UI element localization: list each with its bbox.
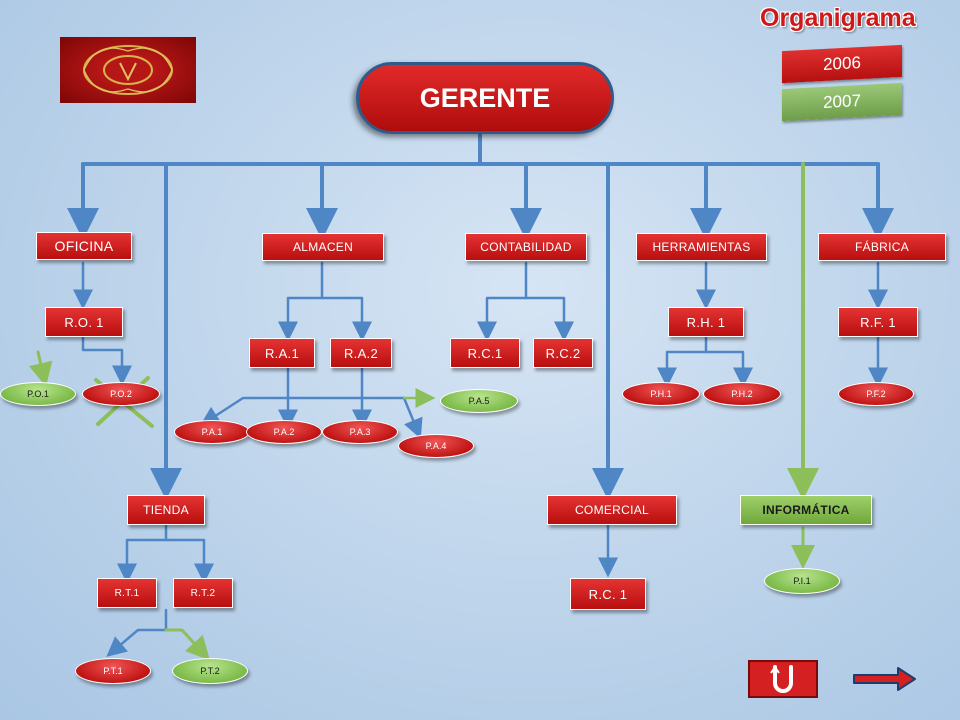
manager-rh1[interactable]: R.H. 1: [668, 307, 744, 337]
staff-pt2[interactable]: P.T.2: [172, 658, 248, 684]
staff-ph2[interactable]: P.H.2: [703, 382, 781, 406]
manager-ra2[interactable]: R.A.2: [330, 338, 392, 368]
staff-pa4[interactable]: P.A.4: [398, 434, 474, 458]
year-tab-2006[interactable]: 2006: [782, 44, 902, 84]
staff-pa2[interactable]: P.A.2: [246, 420, 322, 444]
arrow-right-icon: [853, 667, 916, 691]
page-title: Organigrama: [760, 4, 916, 32]
staff-pa1[interactable]: P.A.1: [174, 420, 250, 444]
next-button[interactable]: [852, 665, 918, 693]
dept-comercial[interactable]: COMERCIAL: [547, 495, 677, 525]
staff-pa3[interactable]: P.A.3: [322, 420, 398, 444]
staff-pi1[interactable]: P.I.1: [764, 568, 840, 594]
manager-rf1[interactable]: R.F. 1: [838, 307, 918, 337]
dept-tienda[interactable]: TIENDA: [127, 495, 205, 525]
node-gerente[interactable]: GERENTE: [356, 62, 614, 134]
staff-pf2[interactable]: P.F.2: [838, 382, 914, 406]
manager-ro1[interactable]: R.O. 1: [45, 307, 123, 337]
staff-ph1[interactable]: P.H.1: [622, 382, 700, 406]
dept-fabrica[interactable]: FÁBRICA: [818, 233, 946, 261]
staff-po2[interactable]: P.O.2: [82, 382, 160, 406]
staff-po1[interactable]: P.O.1: [0, 382, 76, 406]
home-return-icon: [770, 665, 793, 693]
home-button[interactable]: [748, 660, 818, 698]
company-logo: [60, 37, 196, 103]
dept-oficina[interactable]: OFICINA: [36, 232, 132, 260]
manager-ra1[interactable]: R.A.1: [249, 338, 315, 368]
year-tab-2007[interactable]: 2007: [782, 82, 902, 122]
manager-rt2[interactable]: R.T.2: [173, 578, 233, 608]
staff-pt1[interactable]: P.T.1: [75, 658, 151, 684]
dept-informatica[interactable]: INFORMÁTICA: [740, 495, 872, 525]
manager-rc-comercial[interactable]: R.C. 1: [570, 578, 646, 610]
dept-contabilidad[interactable]: CONTABILIDAD: [465, 233, 587, 261]
dept-almacen[interactable]: ALMACEN: [262, 233, 384, 261]
manager-rc1[interactable]: R.C.1: [450, 338, 520, 368]
dept-herramientas[interactable]: HERRAMIENTAS: [636, 233, 767, 261]
staff-pa5[interactable]: P.A.5: [440, 389, 518, 413]
manager-rc2[interactable]: R.C.2: [533, 338, 593, 368]
manager-rt1[interactable]: R.T.1: [97, 578, 157, 608]
